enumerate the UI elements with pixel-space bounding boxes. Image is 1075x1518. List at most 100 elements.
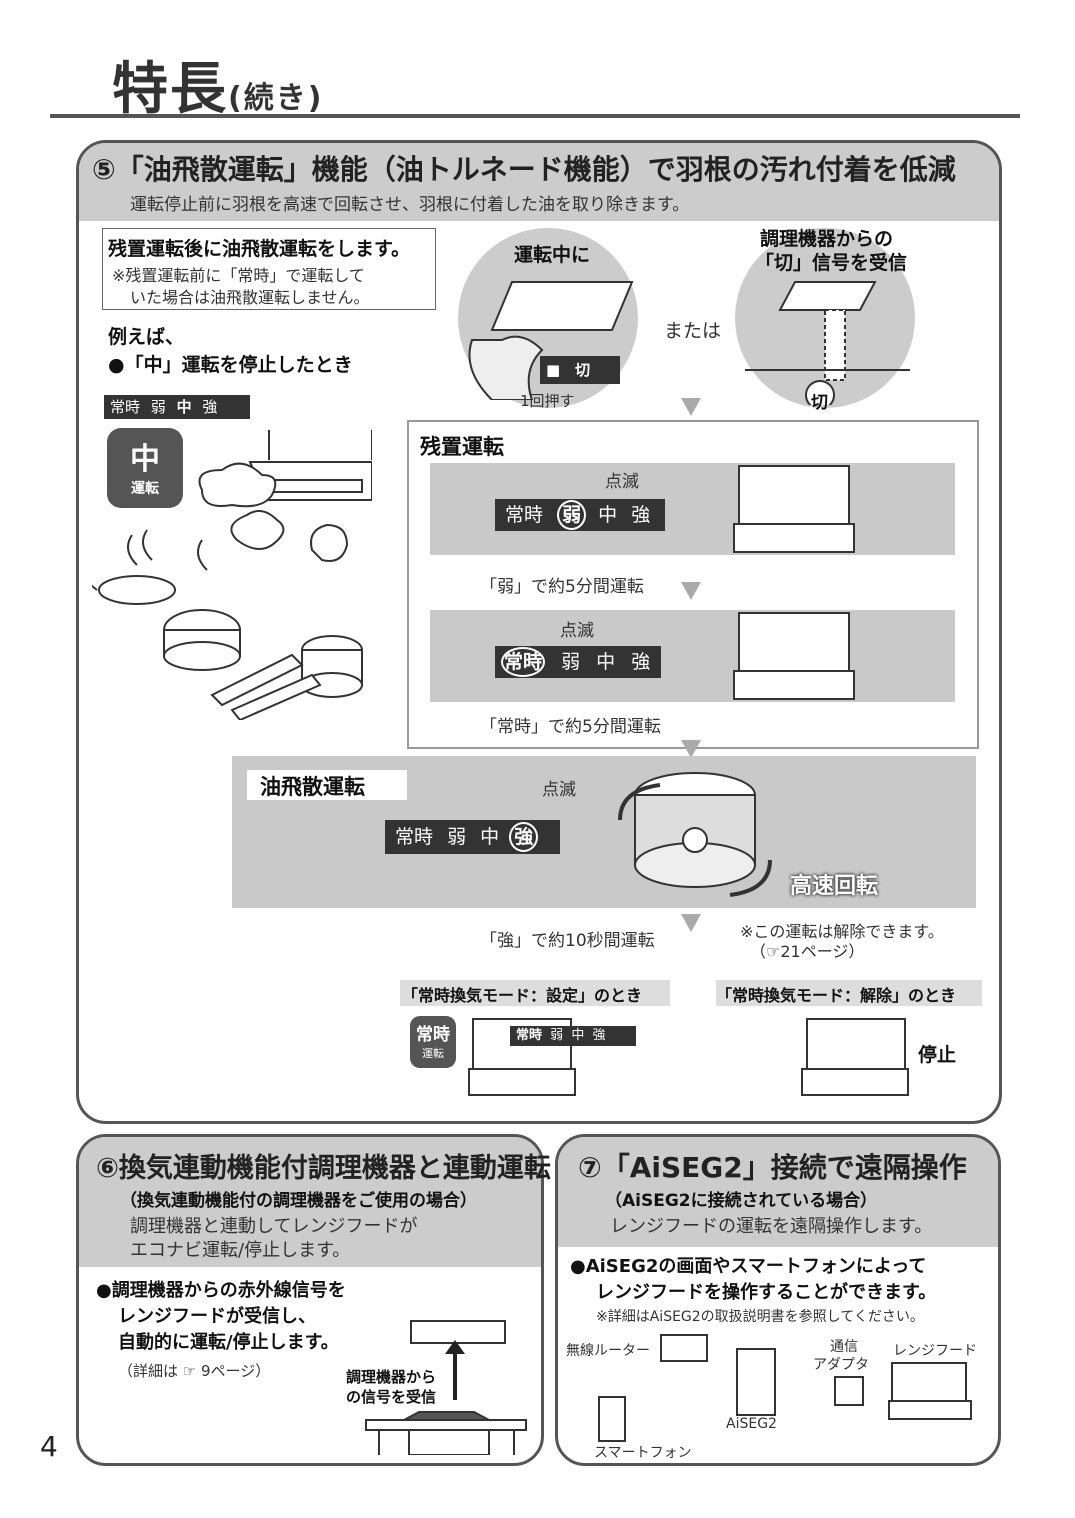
cancel-note-2: （☞21ページ） [750, 942, 865, 961]
set-mode-weak: 弱 [550, 1028, 564, 1043]
section-6-header [79, 1137, 541, 1267]
oil-step-strong: 強 [509, 822, 539, 852]
constant-operation-badge: 常時 運転 [410, 1016, 456, 1068]
stop-label: 停止 [918, 1044, 957, 1066]
section-6-bullet-3: 自動的に運転/停止します。 [118, 1332, 339, 1353]
section-6-subtitle: （換気連動機能付の調理機器をご使用の場合） [120, 1191, 477, 1211]
section-5-subtitle: 運転停止前に羽根を高速で回転させ、羽根に付着した油を取り除きます。 [130, 195, 690, 215]
constant-step-constant: 常時 [501, 647, 546, 677]
hood-operation-illustration [468, 281, 634, 400]
constant-step-hood-bottom [733, 670, 855, 700]
aiseg2-box [736, 1348, 776, 1416]
or-label: または [664, 320, 722, 342]
section-7-subtitle: （AiSEG2に接続されている場合） [605, 1191, 878, 1211]
constant-badge-small: 運転 [422, 1047, 444, 1060]
section-7-bullet-1: ●AiSEG2の画面やスマートフォンによって [570, 1256, 927, 1277]
smartphone-box [598, 1396, 626, 1442]
adapter-box [834, 1376, 864, 1406]
weak-step-blink: 点滅 [605, 472, 639, 492]
off-button[interactable]: ■ 切 [540, 356, 620, 384]
weak-step-constant: 常時 [505, 504, 544, 526]
signal-arrow [445, 1340, 465, 1400]
mid-badge-big: 中 [130, 442, 160, 477]
section-5-title: ⑤「油飛散運転」機能（油トルネード機能）で羽根の汚れ付着を低減 [92, 153, 956, 186]
set-mode-strong: 強 [592, 1028, 606, 1043]
set-mode-hood-bottom [468, 1068, 576, 1096]
mode-release-label: 「常時換気モード：解除」のとき [716, 986, 957, 1005]
constant-step-strong: 強 [631, 651, 651, 673]
section-7-hood [891, 1362, 967, 1404]
section-7-desc: レンジフードの運転を遠隔操作します。 [610, 1216, 933, 1237]
section-6-hood [410, 1320, 506, 1344]
section-5-header [79, 143, 999, 221]
cooktop-signal-illustration [745, 281, 910, 405]
weak-step-indicator: 常時 弱 中 強 [495, 499, 665, 531]
flow-arrow-3 [681, 740, 701, 758]
cooking-illustration [92, 430, 372, 720]
weak-step-strong: 強 [631, 504, 651, 526]
mode-set-label: 「常時換気モード：設定」のとき [402, 986, 643, 1005]
router-label: 無線ルーター [566, 1343, 650, 1359]
router-box [660, 1334, 708, 1362]
oil-dispersal-blink: 点滅 [542, 780, 576, 800]
signal-label-1: 調理機器からの [760, 228, 894, 250]
indicator-strong: 強 [202, 398, 218, 416]
flow-arrow-4 [681, 914, 701, 932]
constant-step-note: 「常時」で約5分間運転 [480, 717, 661, 737]
constant-badge-big: 常時 [416, 1025, 450, 1045]
constant-step-hood [738, 612, 850, 674]
off-signal-mark: 切 [811, 393, 828, 413]
fan-wheel-illustration [618, 772, 772, 897]
section-6-desc-2: エコナビ運転/停止します。 [130, 1240, 351, 1261]
section-6-bullet-2: レンジフードが受信し、 [118, 1306, 316, 1327]
oil-step-weak: 弱 [447, 826, 467, 848]
constant-step-blink: 点滅 [560, 621, 594, 641]
mode-release-banner [716, 980, 982, 1006]
indicator-constant: 常時 [110, 398, 141, 416]
section-6-ref: （詳細は ☞ 9ページ） [118, 1362, 271, 1380]
residual-note-line1: ※残置運転前に「常時」で運転して [112, 266, 365, 285]
set-mode-indicator: 常時 弱 中 強 [510, 1026, 636, 1046]
hood-label: レンジフード [893, 1343, 977, 1359]
set-mode-constant: 常時 [516, 1028, 543, 1043]
flow-arrow-1 [681, 398, 701, 416]
residual-operation-title: 残置運転 [420, 435, 504, 459]
section-6-signal-1: 調理機器から [346, 1368, 437, 1386]
page-title: 特長(続き) [112, 57, 324, 122]
weak-step-hood [738, 465, 850, 527]
oil-step-constant: 常時 [395, 826, 434, 848]
residual-note-line2: いた場合は油飛散運転しません。 [130, 288, 370, 307]
oil-dispersal-title-box [247, 770, 407, 800]
cooktop-illustration [365, 1411, 527, 1455]
page-title-suffix: (続き) [228, 81, 324, 116]
section-6-panel [76, 1134, 544, 1466]
oil-dispersal-indicator: 常時 弱 中 強 [385, 820, 560, 854]
press-once-label: 1回押す [520, 392, 575, 410]
mode-set-banner [400, 980, 670, 1006]
weak-step-mid: 中 [598, 504, 618, 526]
signal-label-2: 「切」信号を受信 [755, 252, 908, 274]
section-7-note: ※詳細はAiSEG2の取扱説明書を参照してください。 [596, 1309, 924, 1325]
constant-step-weak: 弱 [561, 651, 581, 673]
example-bullet: ●「中」運転を停止したとき [108, 354, 353, 376]
flow-arrow-2 [681, 582, 701, 600]
constant-step-indicator: 常時 弱 中 強 [495, 646, 661, 678]
section-6-bullet-1: ●調理機器からの赤外線信号を [96, 1280, 346, 1301]
weak-step-hood-bottom [733, 523, 855, 553]
section-6-desc-1: 調理機器と連動してレンジフードが [130, 1216, 418, 1237]
oil-step-mid: 中 [480, 826, 500, 848]
page-number: 4 [40, 1430, 58, 1463]
section-6-title: ⑥換気連動機能付調理機器と連動運転 [96, 1153, 551, 1184]
section-7-title: ⑦「AiSEG2」接続で遠隔操作 [578, 1151, 967, 1184]
set-mode-mid: 中 [571, 1028, 585, 1043]
residual-note-box [102, 228, 436, 310]
cancel-note-1: ※この運転は解除できます。 [740, 922, 944, 941]
adapter-label-1: 通信 [830, 1339, 858, 1355]
mid-operation-badge: 中 運転 [107, 428, 183, 508]
adapter-label-2: アダプタ [813, 1357, 869, 1373]
constant-step-mid: 中 [596, 651, 616, 673]
strong-step-note: 「強」で約10秒間運転 [480, 931, 655, 951]
section-7-hood-bottom [888, 1400, 972, 1420]
example-label: 例えば、 [108, 326, 185, 348]
release-mode-hood [806, 1018, 906, 1072]
